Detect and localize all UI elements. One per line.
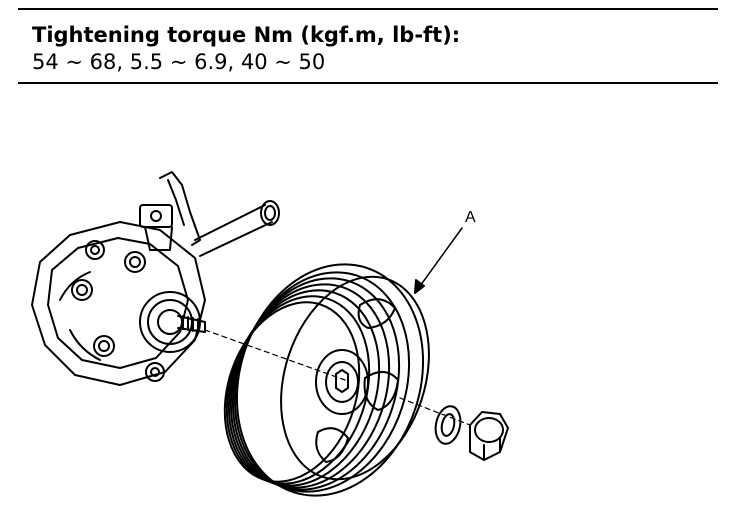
washer [434,405,462,445]
torque-spec-values: 54 ~ 68, 5.5 ~ 6.9, 40 ~ 50 [32,50,326,74]
callout-label-a: A [465,209,476,226]
torque-spec-box: Tightening torque Nm (kgf.m, lb-ft): 54 … [18,8,718,84]
pump-body [31,221,206,386]
callout-leader [414,227,463,294]
torque-spec-title: Tightening torque Nm (kgf.m, lb-ft): [32,23,461,47]
pump-fittings [139,171,280,257]
callout-arrowhead [414,279,425,294]
nut [469,411,509,461]
pulley-a [223,263,430,497]
assembly-center-line [204,329,471,426]
